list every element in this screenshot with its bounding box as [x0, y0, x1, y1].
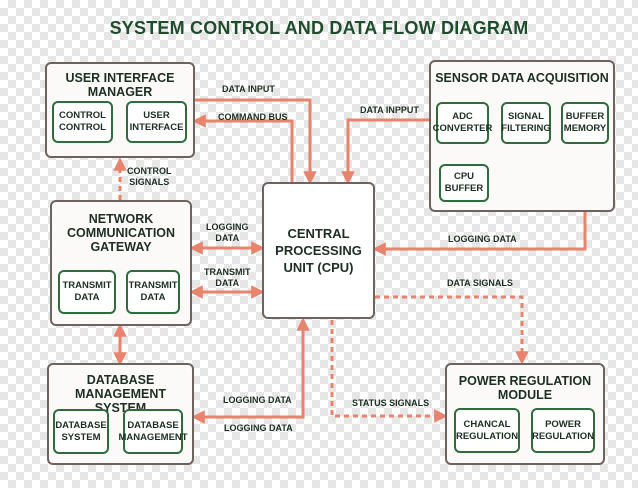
arrow-data-input — [195, 98, 317, 185]
label-control-signals: CONTROL SIGNALS — [127, 166, 172, 187]
transmit-data-module-2[interactable]: TRANSMIT DATA — [126, 270, 180, 314]
chancal-regulation-module[interactable]: CHANCAL REGULATION — [454, 408, 520, 453]
label-data-inpput: DATA INPPUT — [360, 105, 419, 115]
arrow-logging-data-database — [191, 317, 310, 424]
sensor-acquisition-title: SENSOR DATA ACQUISITION — [435, 71, 609, 85]
adc-converter-module[interactable]: ADC CONVERTER — [433, 102, 492, 144]
label-command-bus: COMMAND BUS — [218, 112, 288, 122]
buffer-memory-module[interactable]: BUFFER MEMORY — [561, 102, 609, 144]
label-logging-data-database-2: LOGGING DATA — [224, 423, 293, 433]
label-status-signals: STATUS SIGNALS — [352, 398, 430, 408]
database-management-module[interactable]: DATABASE MANAGEMENT — [118, 409, 188, 454]
arrow-status-signals — [330, 320, 448, 423]
label-logging-data-sensor: LOGGING DATA — [448, 234, 517, 244]
label-logging-data-database-1: LOGGING DATA — [223, 395, 292, 405]
arrow-command-bus — [192, 114, 294, 182]
ui-manager-title: USER INTERFACE MANAGER — [65, 71, 175, 99]
power-regulation-module[interactable]: POWER REGULATION — [531, 408, 595, 453]
transmit-data-module-1[interactable]: TRANSMIT DATA — [58, 270, 116, 314]
arrow-data-inpput — [341, 118, 436, 185]
label-data-signals: DATA SIGNALS — [447, 278, 513, 288]
signal-filtering-module[interactable]: SIGNAL FILTERING — [501, 102, 551, 144]
cpu-block[interactable]: CENTRAL PROCESSING UNIT (CPU) — [262, 182, 375, 319]
control-module[interactable]: CONTROL CONTROL — [52, 101, 113, 143]
label-logging-data-network: LOGGING DATA — [206, 222, 249, 243]
database-system-module[interactable]: DATABASE SYSTEM — [53, 409, 109, 454]
cpu-buffer-module[interactable]: CPU BUFFER — [439, 164, 489, 202]
arrow-data-signals — [375, 295, 529, 365]
network-gateway-title: NETWORK COMMUNICATION GATEWAY — [66, 212, 176, 254]
label-data-input: DATA INPUT — [222, 84, 275, 94]
diagram-title: SYSTEM CONTROL AND DATA FLOW DIAGRAM — [109, 18, 529, 38]
power-regulation-title: POWER REGULATION MODULE — [458, 374, 592, 402]
user-interface-module[interactable]: USER INTERFACE — [126, 101, 187, 143]
label-transmit-data-network: TRANSMIT DATA — [204, 267, 251, 288]
